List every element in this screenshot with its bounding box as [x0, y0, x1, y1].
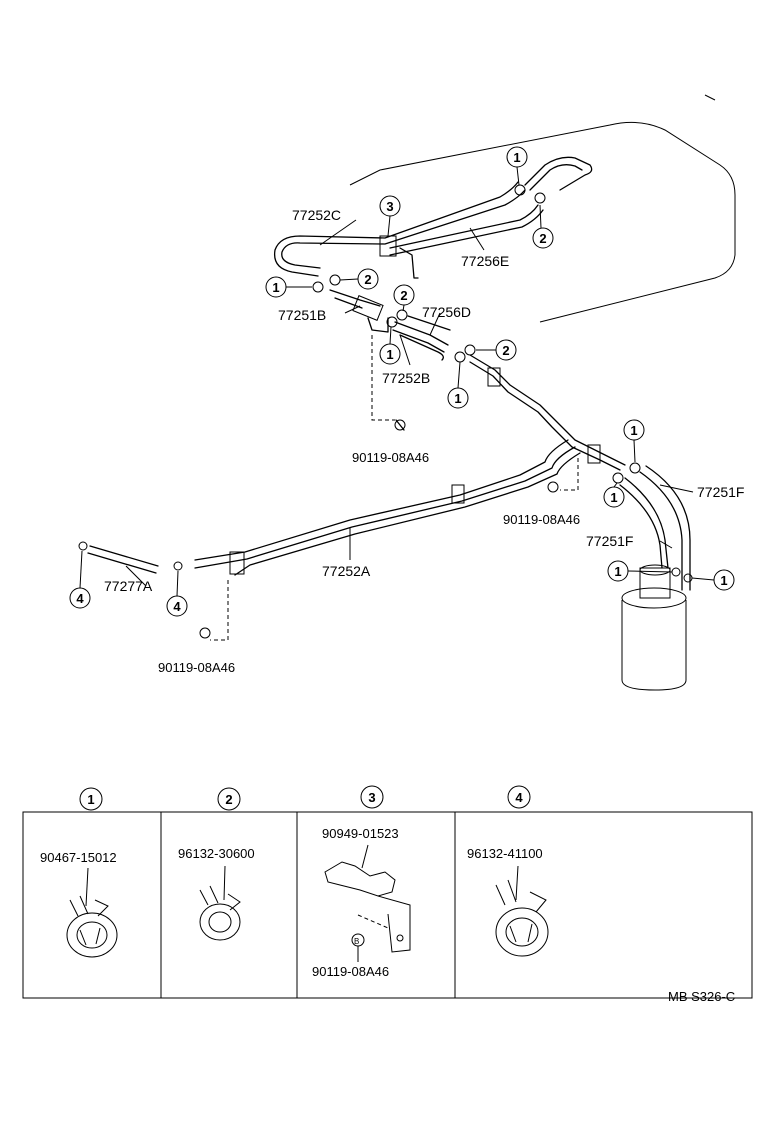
svg-text:1: 1	[610, 490, 617, 505]
hose-clamp-1-drawing	[66, 867, 118, 958]
label-bolt-upper: 90119-08A46	[352, 450, 429, 465]
svg-text:1: 1	[386, 347, 393, 362]
svg-text:1: 1	[272, 280, 279, 295]
svg-text:3: 3	[368, 790, 375, 805]
callout-2: 2	[393, 284, 415, 306]
svg-text:4: 4	[173, 599, 181, 614]
svg-text:4: 4	[515, 790, 523, 805]
label-77252B: 77252B	[382, 370, 430, 386]
hose-77277A	[78, 541, 183, 574]
callout-2: 2	[357, 268, 379, 290]
svg-text:2: 2	[364, 272, 371, 287]
charcoal-canister	[621, 564, 687, 691]
label-77277A: 77277A	[104, 578, 153, 594]
svg-text:1: 1	[87, 792, 94, 807]
legend-part-3: 90949-01523	[322, 826, 399, 841]
legend-key-4: 4	[507, 785, 531, 809]
callout-1: 1	[506, 146, 528, 168]
svg-text:3: 3	[386, 199, 393, 214]
svg-text:2: 2	[539, 231, 546, 246]
upper-pipe-group	[273, 156, 593, 279]
label-bolt-lower: 90119-08A46	[158, 660, 235, 675]
label-77256E: 77256E	[461, 253, 509, 269]
drawing-code: MB S326-C	[668, 989, 735, 1004]
legend-key-2: 2	[217, 787, 241, 811]
label-77252C: 77252C	[292, 207, 341, 223]
label-bolt-middle: 90119-08A46	[503, 512, 580, 527]
callout-3: 3	[379, 195, 401, 217]
legend-part-4: 96132-41100	[467, 846, 543, 861]
legend-key-1: 1	[79, 787, 103, 811]
callout-circles: 1 2 3 1 2 2 1 2 1 1 1 1 1 4 4	[69, 146, 735, 617]
svg-text:1: 1	[513, 150, 520, 165]
svg-text:2: 2	[502, 343, 509, 358]
svg-text:1: 1	[720, 573, 727, 588]
callout-4: 4	[69, 587, 91, 609]
legend-part-1: 90467-15012	[40, 850, 117, 865]
label-77251B: 77251B	[278, 307, 326, 323]
legend-key-3: 3	[360, 785, 384, 809]
fuel-tank-outline	[349, 94, 736, 323]
svg-text:1: 1	[454, 391, 461, 406]
svg-text:4: 4	[76, 591, 84, 606]
label-77251F-outer: 77251F	[697, 484, 744, 500]
label-77251F-inner: 77251F	[586, 533, 633, 549]
label-77256D: 77256D	[422, 304, 471, 320]
legend-table: 1 2 3 4 90467-15012 96132-30600 90949-01…	[22, 785, 753, 999]
callout-2: 2	[495, 339, 517, 361]
clamp-bracket-3-drawing: B	[324, 844, 411, 962]
label-leaders	[125, 219, 694, 587]
hose-clamp-2-drawing	[199, 865, 241, 941]
label-77252A: 77252A	[322, 563, 371, 579]
main-pipe-77252A	[194, 354, 626, 641]
callout-1: 1	[623, 419, 645, 441]
hoses-77251F	[619, 465, 691, 591]
callout-4: 4	[166, 595, 188, 617]
callout-1: 1	[447, 387, 469, 409]
hose-clamp-4-drawing	[495, 865, 549, 957]
callout-1: 1	[603, 486, 625, 508]
part-labels: 77252C 77256E 77251B 77256D 77252B 90119…	[104, 207, 744, 675]
callout-2: 2	[532, 227, 554, 249]
legend-sub-part-3: 90119-08A46	[312, 964, 389, 979]
callout-1: 1	[265, 276, 287, 298]
svg-text:1: 1	[614, 564, 621, 579]
bolt-mark-b: B	[354, 937, 359, 946]
callout-1: 1	[607, 560, 629, 582]
svg-text:2: 2	[225, 792, 232, 807]
legend-part-2: 96132-30600	[178, 846, 255, 861]
callout-1: 1	[713, 569, 735, 591]
svg-text:2: 2	[400, 288, 407, 303]
callout-1: 1	[379, 343, 401, 365]
svg-text:1: 1	[630, 423, 637, 438]
